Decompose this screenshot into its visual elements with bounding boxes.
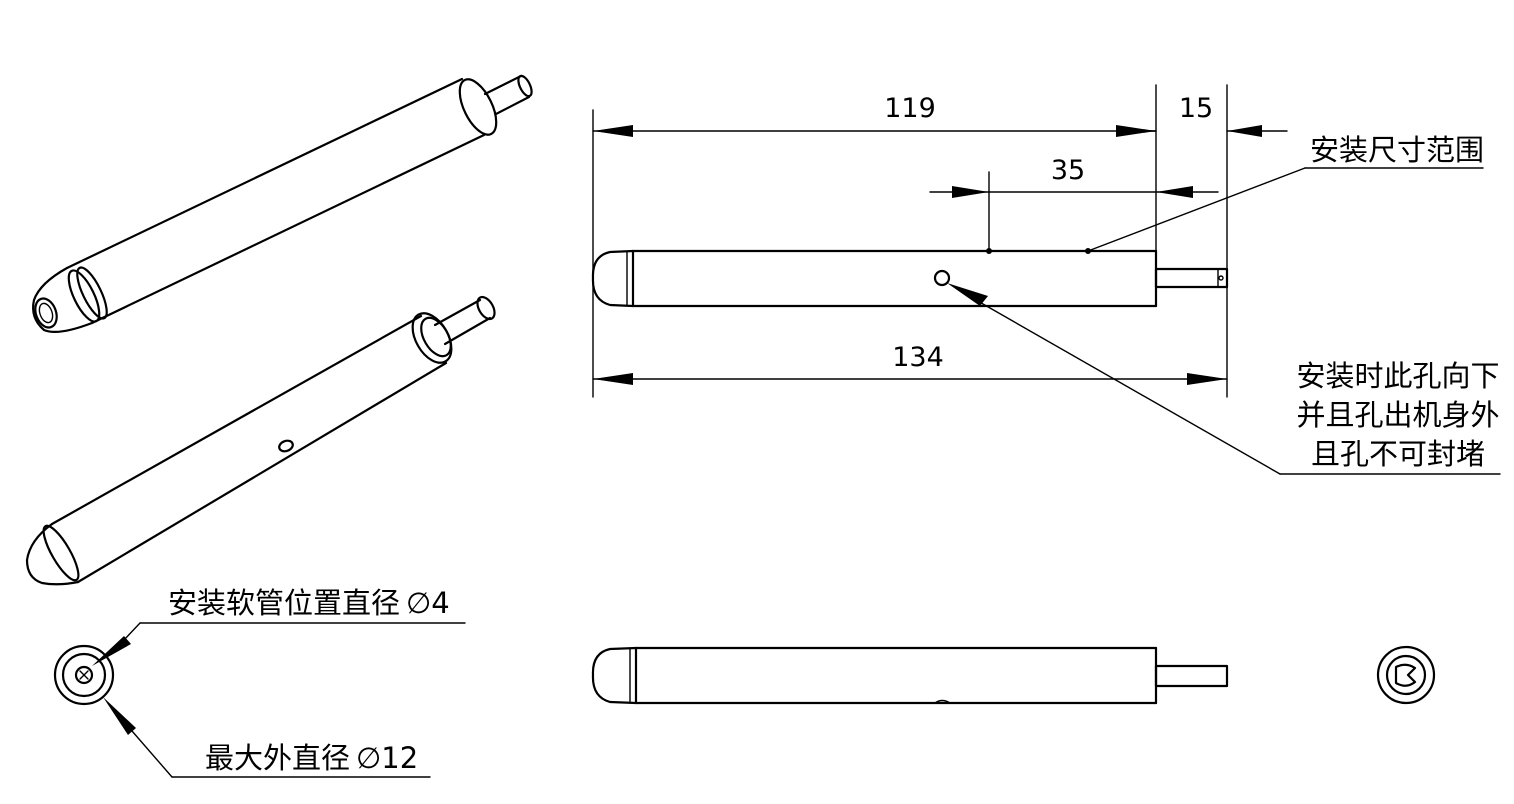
extension-lines xyxy=(592,84,1228,398)
dimension-15: 15 xyxy=(1139,93,1288,137)
note-max-dia: 最大外直径∅12 xyxy=(205,741,418,775)
dimension-134: 134 xyxy=(592,342,1228,385)
front-view xyxy=(591,248,1229,308)
bottom-view xyxy=(591,646,1229,705)
dimension-35: 35 xyxy=(929,155,1219,198)
note-hole-line2: 并且孔出机身外 xyxy=(1296,398,1499,432)
note-install-range: 安装尺寸范围 xyxy=(1310,133,1484,167)
dimension-119: 119 xyxy=(592,93,1157,137)
isometric-view-bottom xyxy=(25,295,496,586)
end-view-right xyxy=(1376,645,1436,705)
leader-install-range: 安装尺寸范围 xyxy=(1087,133,1484,252)
note-hole-line1: 安装时此孔向下 xyxy=(1296,359,1499,393)
isometric-view-top xyxy=(32,74,533,333)
dim-35-label: 35 xyxy=(1051,155,1085,186)
note-hole-line3: 且孔不可封堵 xyxy=(1311,437,1485,471)
dim-15-label: 15 xyxy=(1179,93,1213,124)
note-hose-dia: 安装软管位置直径∅4 xyxy=(168,586,450,620)
leader-hole-note: 安装时此孔向下 并且孔出机身外 且孔不可封堵 xyxy=(947,283,1501,475)
dim-134-label: 134 xyxy=(892,342,944,373)
end-view-left: 安装软管位置直径∅4 最大外直径∅12 xyxy=(53,586,466,778)
dim-119-label: 119 xyxy=(884,93,936,124)
